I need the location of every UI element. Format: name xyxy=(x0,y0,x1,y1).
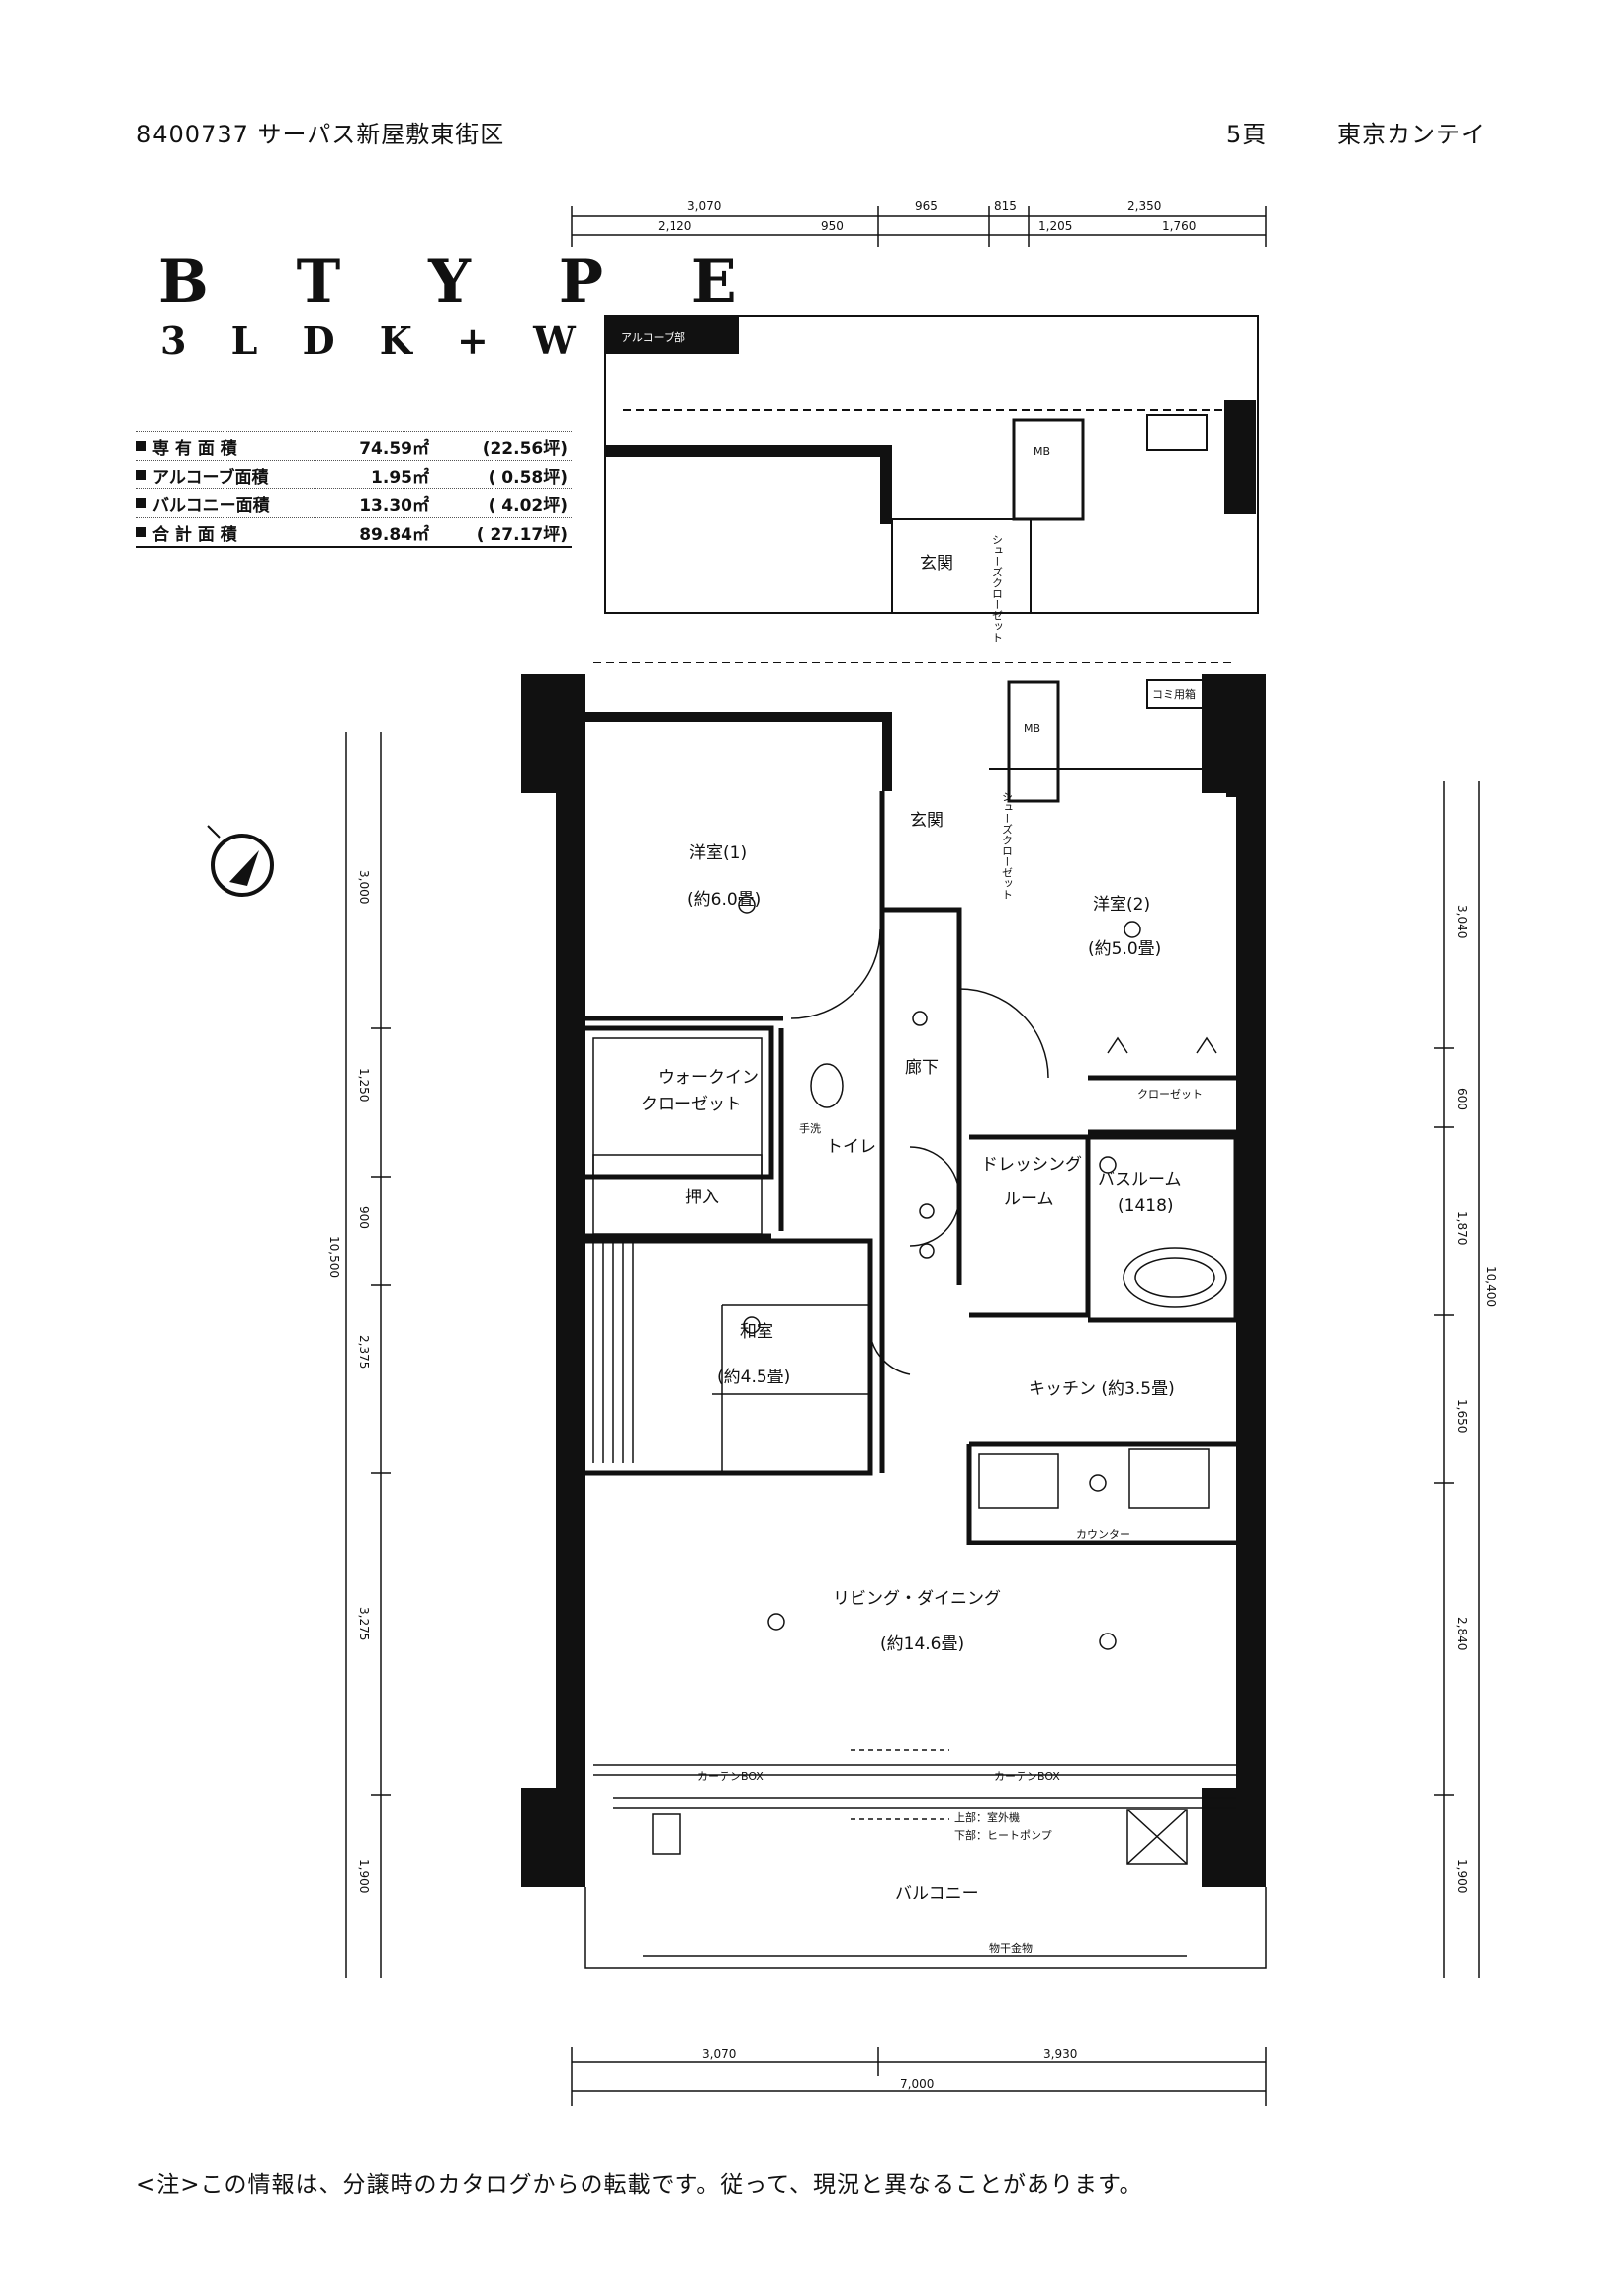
dim-right-total: 10,400 xyxy=(1484,1266,1498,1307)
room-toilet-label: トイレ xyxy=(826,1137,876,1157)
room-closet-label: クローゼット xyxy=(1137,1088,1203,1101)
area-tsubo: ( 27.17坪) xyxy=(476,524,568,545)
room-japanese-label: 和室 xyxy=(740,1322,773,1342)
alcove-inset: アルコーブ部 MB 玄関 シューズクローゼット xyxy=(604,315,1259,643)
dim-right-2: 600 xyxy=(1455,1088,1469,1110)
bullet-icon xyxy=(136,527,146,537)
room-wic-label-1: ウォークイン xyxy=(658,1068,759,1088)
room-wic-label-2: クローゼット xyxy=(641,1095,742,1114)
room-dressing-label-1: ドレッシング xyxy=(981,1155,1082,1175)
dim-top-4: 2,350 xyxy=(1127,199,1161,213)
area-row-alcove: アルコーブ面積 1.95㎡ ( 0.58坪) xyxy=(136,460,572,488)
dim-right-5: 2,840 xyxy=(1455,1617,1469,1650)
shoes-inset-label: シューズクローゼット xyxy=(991,534,1004,643)
dim-left-1: 3,000 xyxy=(357,870,371,904)
dim-bottom-2: 3,930 xyxy=(1043,2047,1077,2061)
header-company: 東京カンテイ xyxy=(1337,121,1485,148)
dim-top2-1: 2,120 xyxy=(658,220,691,233)
room-western2-size: (約5.0畳) xyxy=(1088,939,1161,959)
room-shoes-label: シューズクローゼット xyxy=(1001,791,1014,900)
inset-label: アルコーブ部 xyxy=(621,330,685,344)
meter-box-label: コミ用箱 xyxy=(1152,687,1196,701)
area-value: 74.59㎡ xyxy=(359,438,429,459)
disclaimer-note: <注>この情報は、分譲時のカタログからの転載です。従って、現況と異なることがあり… xyxy=(136,2172,1143,2198)
heat-pump-label: 下部：ヒートポンプ xyxy=(954,1828,1052,1842)
area-table: 専 有 面 積 74.59㎡ (22.56坪) アルコーブ面積 1.95㎡ ( … xyxy=(136,431,572,548)
room-living-size: (約14.6畳) xyxy=(880,1634,964,1654)
dim-right-1: 3,040 xyxy=(1455,905,1469,938)
area-label: アルコーブ面積 xyxy=(152,467,269,487)
dim-top2-2: 950 xyxy=(821,220,844,233)
room-western1-label: 洋室(1) xyxy=(689,843,747,863)
dim-right-6: 1,900 xyxy=(1455,1859,1469,1893)
area-row-total: 合 計 面 積 89.84㎡ ( 27.17坪) xyxy=(136,517,572,546)
area-row-balcony: バルコニー面積 13.30㎡ ( 4.02坪) xyxy=(136,488,572,517)
room-western1-size: (約6.0畳) xyxy=(687,890,761,910)
header-page-number: 5頁 xyxy=(1226,121,1268,148)
dim-bottom-1: 3,070 xyxy=(702,2047,736,2061)
dim-top-1: 3,070 xyxy=(687,199,721,213)
mb-label: MB xyxy=(1034,445,1050,458)
room-entrance-label: 玄関 xyxy=(910,811,944,831)
area-tsubo: ( 4.02坪) xyxy=(488,495,568,516)
area-row-private: 専 有 面 積 74.59㎡ (22.56坪) xyxy=(136,431,572,460)
curtain-box-right: カーテンBOX xyxy=(994,1770,1060,1783)
curtain-box-left: カーテンBOX xyxy=(697,1770,764,1783)
dim-left-4: 2,375 xyxy=(357,1335,371,1369)
bullet-icon xyxy=(136,441,146,451)
area-value: 13.30㎡ xyxy=(359,495,429,516)
room-japanese-size: (約4.5畳) xyxy=(717,1368,790,1387)
room-bath-label-2: (1418) xyxy=(1118,1196,1174,1216)
mb-label-main: MB xyxy=(1024,722,1040,735)
dim-top-3: 815 xyxy=(994,199,1017,213)
room-living-label: リビング・ダイニング xyxy=(833,1589,1001,1609)
room-bath-label-1: バスルーム xyxy=(1098,1170,1182,1190)
dim-left-total: 10,500 xyxy=(327,1236,341,1278)
dim-left-3: 900 xyxy=(357,1206,371,1229)
entrance-inset-label: 玄関 xyxy=(920,554,953,574)
dim-right-3: 1,870 xyxy=(1455,1211,1469,1245)
dim-top2-4: 1,760 xyxy=(1162,220,1196,233)
dim-top2-3: 1,205 xyxy=(1038,220,1072,233)
outdoor-unit-label: 上部：室外機 xyxy=(954,1810,1020,1824)
area-tsubo: ( 0.58坪) xyxy=(488,467,568,487)
room-hall-label: 廊下 xyxy=(905,1058,939,1078)
area-value: 89.84㎡ xyxy=(359,524,429,545)
area-tsubo: (22.56坪) xyxy=(482,438,568,459)
bullet-icon xyxy=(136,470,146,480)
laundry-rail-label: 物干金物 xyxy=(989,1941,1033,1955)
area-label: 専 有 面 積 xyxy=(152,438,237,459)
area-label: バルコニー面積 xyxy=(152,495,270,516)
dim-left-2: 1,250 xyxy=(357,1068,371,1102)
north-arrow-icon xyxy=(207,825,274,897)
plan-type-title: B T Y P E xyxy=(158,247,770,316)
bullet-icon xyxy=(136,498,146,508)
room-storage-label: 押入 xyxy=(685,1188,719,1207)
dim-bottom-total: 7,000 xyxy=(900,2077,934,2091)
dim-right-4: 1,650 xyxy=(1455,1399,1469,1433)
area-value: 1.95㎡ xyxy=(371,467,429,487)
balcony-label: バルコニー xyxy=(895,1884,979,1903)
header-property-id: 8400737 サーパス新屋敷東街区 xyxy=(136,121,505,148)
dim-top-2: 965 xyxy=(915,199,938,213)
room-washbasin-label: 手洗 xyxy=(799,1121,821,1135)
area-label: 合 計 面 積 xyxy=(152,524,237,545)
kitchen-counter-label: カウンター xyxy=(1076,1528,1130,1541)
room-kitchen-label: キッチン (約3.5畳) xyxy=(1029,1379,1175,1399)
room-western2-label: 洋室(2) xyxy=(1093,895,1150,915)
dim-left-5: 3,275 xyxy=(357,1607,371,1640)
room-dressing-label-2: ルーム xyxy=(1004,1190,1054,1209)
main-plan: MB コミ用箱 xyxy=(521,662,1267,1969)
dim-left-6: 1,900 xyxy=(357,1859,371,1893)
